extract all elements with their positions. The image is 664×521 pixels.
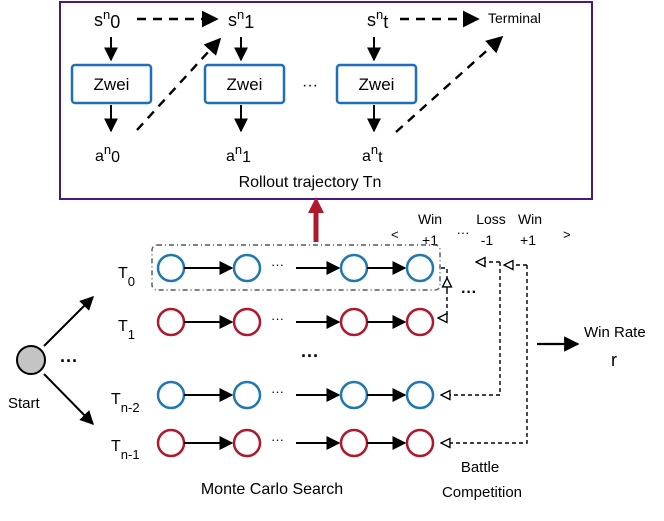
state-label-0: sn0 bbox=[94, 7, 120, 32]
trajectory-row-0: ··· bbox=[156, 253, 435, 283]
state-label-1: sn1 bbox=[228, 7, 254, 32]
svg-text:···: ··· bbox=[271, 432, 284, 447]
node-t0-2 bbox=[339, 253, 369, 283]
outcome-result-1: Loss bbox=[476, 211, 506, 227]
trajectory-label-0: T0 bbox=[118, 265, 135, 289]
trajectory-row-n-2: ··· bbox=[156, 380, 435, 410]
zwei-agent-1: Zwei bbox=[203, 63, 286, 105]
svg-text:Zwei: Zwei bbox=[94, 75, 130, 94]
node-t0-0 bbox=[156, 253, 186, 283]
start-branch-down bbox=[43, 373, 94, 425]
t0-highlight-box bbox=[151, 244, 441, 291]
trajectory-label-n-1: Tn-1 bbox=[111, 438, 140, 462]
battle-link-tn2 bbox=[441, 262, 501, 395]
rollout-box bbox=[59, 1, 593, 200]
svg-text:···: ··· bbox=[271, 311, 284, 326]
battle-label-2: Competition bbox=[442, 484, 522, 501]
middle-rows-ellipsis: ··· bbox=[301, 346, 319, 366]
outcome-close-bracket: > bbox=[563, 227, 571, 242]
node-t1-3 bbox=[405, 307, 435, 337]
battle-link-tn1 bbox=[441, 265, 528, 443]
outcome-score-2: +1 bbox=[520, 232, 536, 248]
outcome-score-0: +1 bbox=[422, 232, 438, 248]
rollout-caption: Rollout trajectory Tn bbox=[239, 174, 382, 191]
node-t1-0 bbox=[156, 307, 186, 337]
trajectory-row-n-1: ··· bbox=[156, 428, 435, 458]
zwei-ellipsis: ··· bbox=[302, 77, 318, 94]
action-to-next-state-arrow-0 bbox=[136, 37, 222, 131]
node-t1-2 bbox=[339, 307, 369, 337]
node-tn1-2 bbox=[339, 428, 369, 458]
start-branch-up bbox=[43, 296, 94, 347]
node-tn2-2 bbox=[339, 380, 369, 410]
action-label-1: an1 bbox=[226, 142, 251, 166]
node-tn2-0 bbox=[156, 380, 186, 410]
battle-ellipsis: ··· bbox=[461, 284, 477, 301]
start-label: Start bbox=[8, 395, 41, 412]
node-tn2-1 bbox=[232, 380, 262, 410]
action-to-terminal-arrow bbox=[395, 35, 504, 133]
zwei-agent-0: Zwei bbox=[70, 63, 153, 105]
outcome-score-1: -1 bbox=[481, 232, 494, 248]
action-label-t: ant bbox=[362, 142, 383, 166]
outcome-open-bracket: < bbox=[391, 227, 399, 242]
node-tn1-1 bbox=[232, 428, 262, 458]
svg-text:···: ··· bbox=[271, 257, 284, 272]
node-t0-1 bbox=[232, 253, 262, 283]
node-tn2-3 bbox=[405, 380, 435, 410]
win-rate-symbol: r bbox=[611, 350, 617, 370]
start-dots: ··· bbox=[60, 351, 78, 371]
trajectory-label-n-2: Tn-2 bbox=[111, 391, 140, 415]
outcome-result-2: Win bbox=[518, 211, 542, 227]
action-label-0: an0 bbox=[95, 142, 120, 166]
state-label-t: snt bbox=[367, 7, 388, 32]
start-node bbox=[16, 345, 46, 375]
node-tn1-3 bbox=[405, 428, 435, 458]
outcome-ellipsis: ··· bbox=[457, 225, 470, 240]
node-tn1-0 bbox=[156, 428, 186, 458]
zwei-agent-t: Zwei bbox=[335, 63, 418, 105]
svg-text:···: ··· bbox=[271, 384, 284, 399]
outcome-result-0: Win bbox=[418, 211, 442, 227]
svg-text:Zwei: Zwei bbox=[359, 75, 395, 94]
trajectory-label-1: T1 bbox=[118, 318, 135, 342]
node-t1-1 bbox=[232, 307, 262, 337]
battle-link-t0-t1 bbox=[438, 267, 448, 318]
battle-label-1: Battle bbox=[461, 459, 499, 476]
monte-carlo-caption: Monte Carlo Search bbox=[201, 481, 343, 498]
svg-text:Zwei: Zwei bbox=[227, 75, 263, 94]
terminal-label: Terminal bbox=[488, 10, 541, 26]
node-t0-3 bbox=[405, 253, 435, 283]
trajectory-row-1: ··· bbox=[156, 307, 435, 337]
win-rate-label: Win Rate bbox=[584, 324, 646, 341]
